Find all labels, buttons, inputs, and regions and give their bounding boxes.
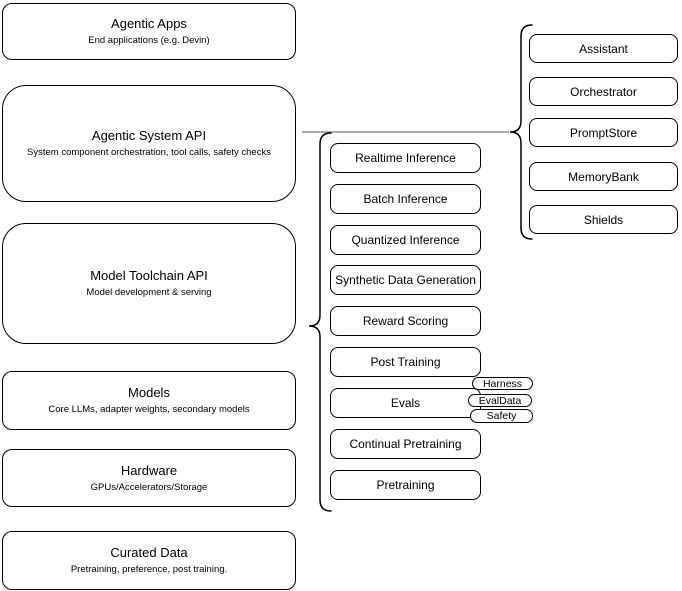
box-pretraining: Pretraining xyxy=(330,470,481,500)
box-title: Agentic System API xyxy=(91,128,207,143)
box-title: Hardware xyxy=(120,462,178,478)
box-batch-inference: Batch Inference xyxy=(330,184,481,214)
tag-evaldata: EvalData xyxy=(468,394,532,407)
box-hardware: Hardware GPUs/Accelerators/Storage xyxy=(2,449,296,507)
box-subtitle: Core LLMs, adapter weights, secondary mo… xyxy=(48,404,250,415)
box-title: Model Toolchain API xyxy=(90,268,208,283)
box-subtitle: Model development & serving xyxy=(86,287,212,298)
box-curated-data: Curated Data Pretraining, preference, po… xyxy=(2,531,296,590)
tag-safety: Safety xyxy=(470,409,533,423)
box-model-toolchain-api: Model Toolchain API Model development & … xyxy=(2,223,296,344)
box-post-training: Post Training xyxy=(330,347,481,377)
box-continual-pretraining: Continual Pretraining xyxy=(330,429,481,459)
box-shields: Shields xyxy=(529,205,678,234)
box-title: Agentic Apps xyxy=(111,16,187,31)
box-subtitle: System component orchestration, tool cal… xyxy=(27,147,271,158)
box-assistant: Assistant xyxy=(529,34,678,63)
box-evals: Evals xyxy=(330,388,481,418)
box-quantized-inference: Quantized Inference xyxy=(330,225,481,255)
box-memorybank: MemoryBank xyxy=(529,162,678,191)
box-models: Models Core LLMs, adapter weights, secon… xyxy=(2,371,296,430)
box-orchestrator: Orchestrator xyxy=(529,77,678,106)
box-agentic-apps: Agentic Apps End applications (e.g. Devi… xyxy=(2,3,296,60)
box-subtitle: Pretraining, preference, post training. xyxy=(70,564,228,575)
tag-harness: Harness xyxy=(472,377,533,390)
box-title: Models xyxy=(128,385,170,400)
box-agentic-system-api: Agentic System API System component orch… xyxy=(2,85,296,202)
box-reward-scoring: Reward Scoring xyxy=(330,306,481,336)
box-title: Curated Data xyxy=(110,545,188,560)
brace-toolchain xyxy=(308,132,332,512)
box-subtitle: GPUs/Accelerators/Storage xyxy=(90,481,208,493)
box-synthetic-data-generation: Synthetic Data Generation xyxy=(330,265,481,295)
box-subtitle: End applications (e.g. Devin) xyxy=(88,35,210,46)
box-promptstore: PromptStore xyxy=(529,118,678,147)
box-realtime-inference: Realtime Inference xyxy=(330,143,481,173)
